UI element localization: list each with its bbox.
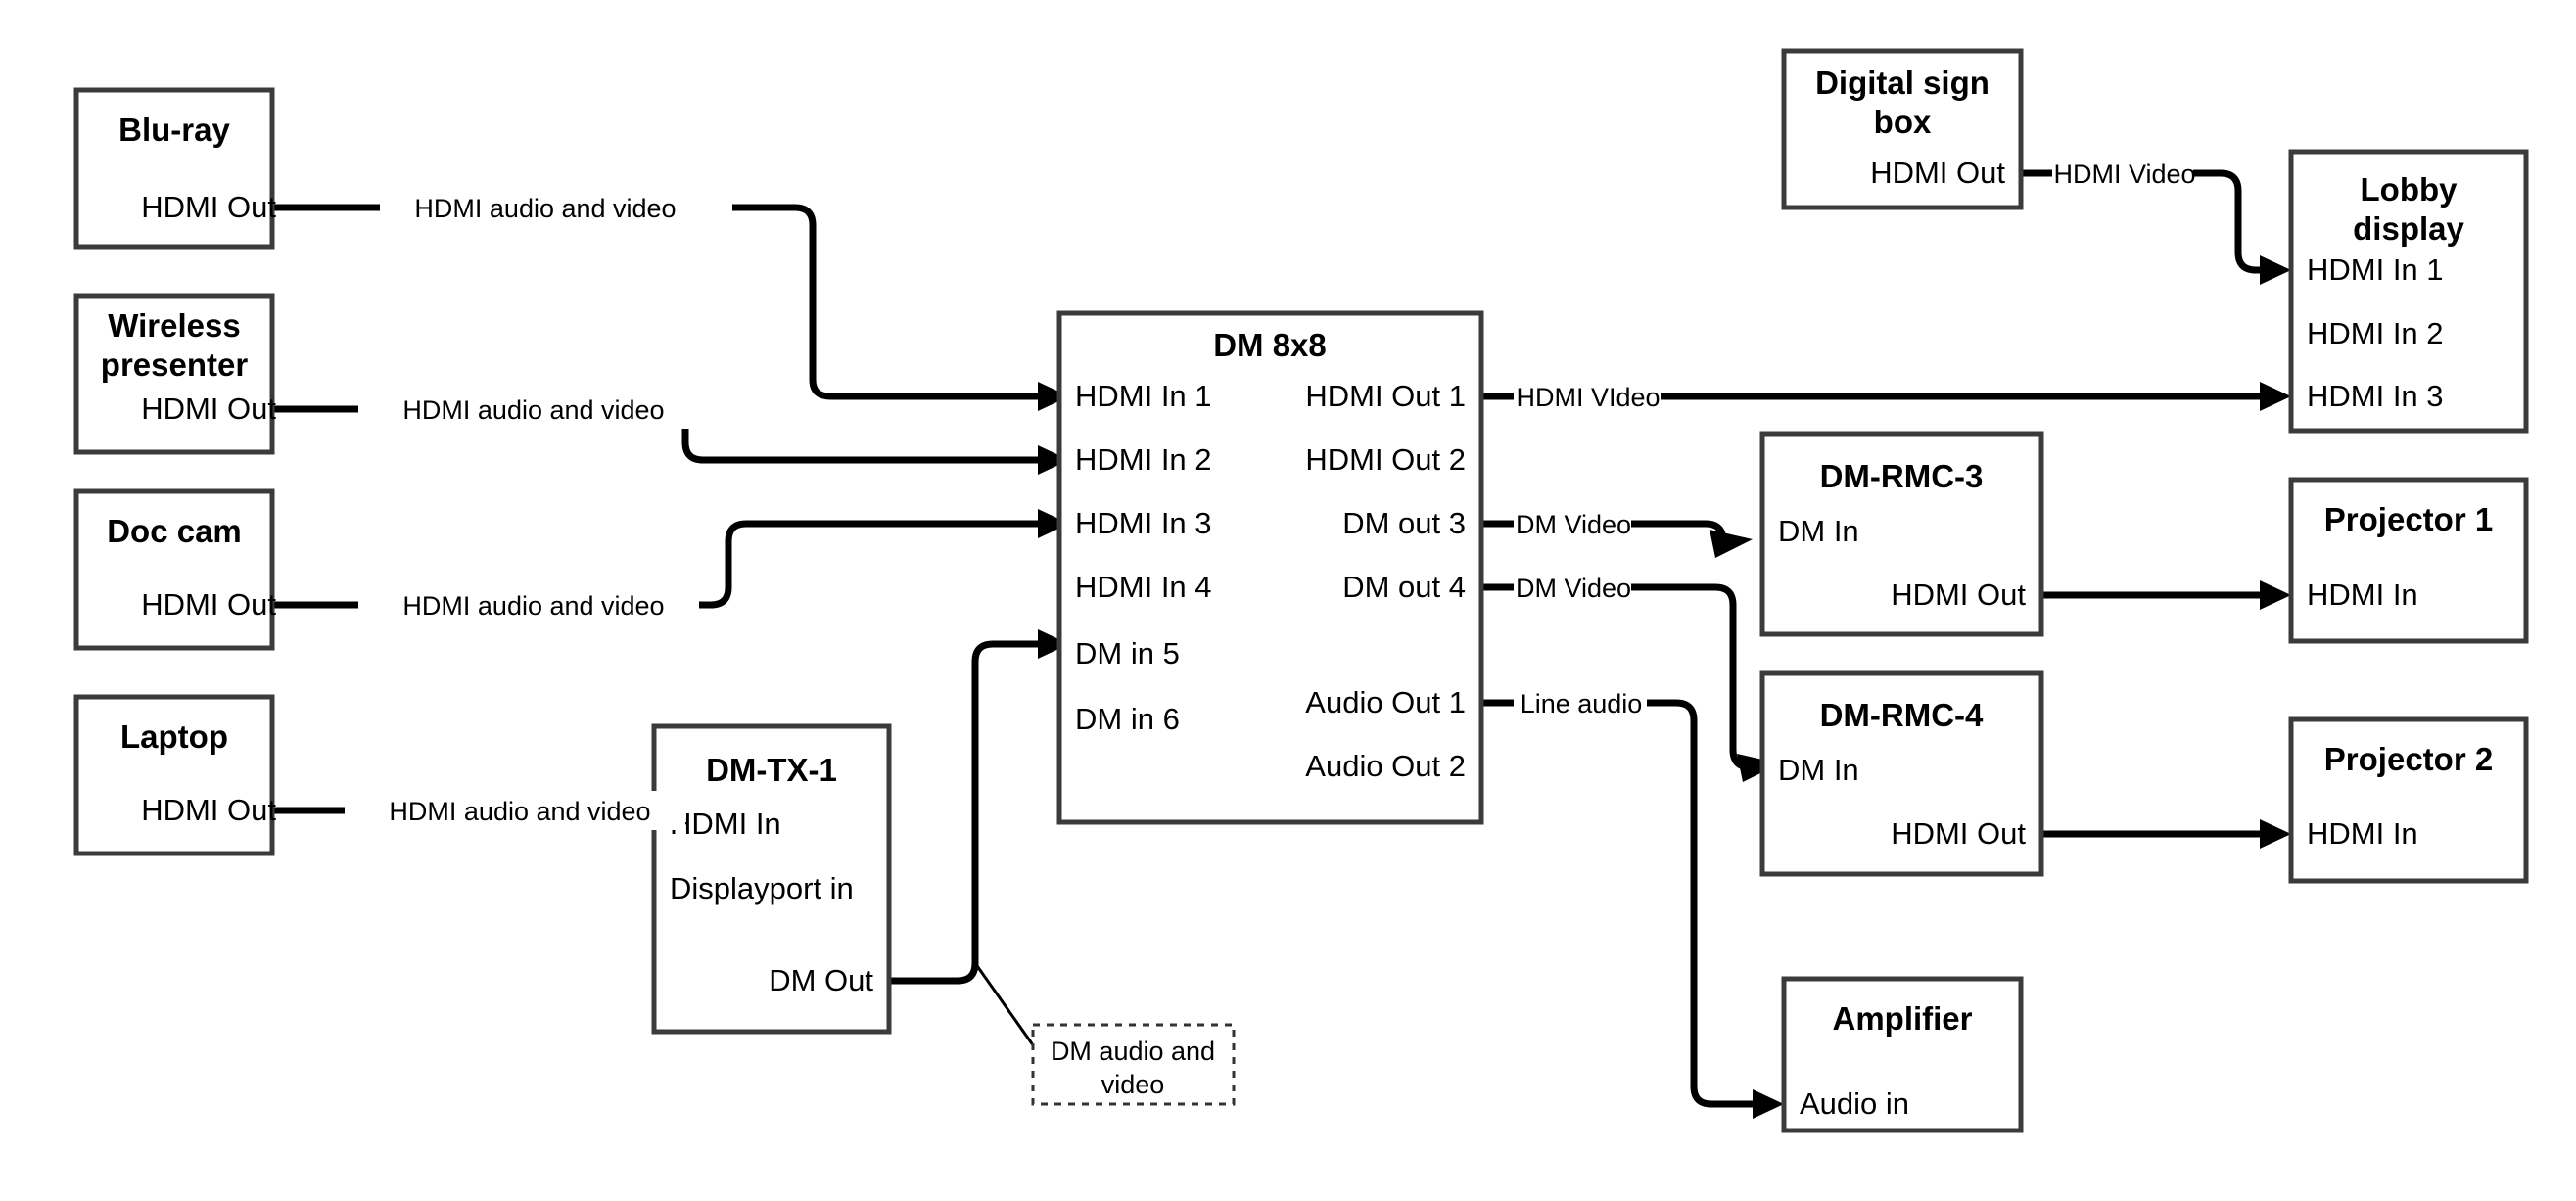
- dm-rmc-3-port-dm-in: DM In: [1778, 514, 1859, 548]
- wire-label-wireless: HDMI audio and video: [402, 395, 664, 425]
- digital-sign-box-port-hdmi-out: HDMI Out: [1870, 156, 2005, 190]
- projector-2-port-hdmi-in: HDMI In: [2307, 816, 2418, 851]
- device-amplifier[interactable]: Amplifier Audio in: [1781, 976, 2024, 1133]
- callout-line2: video: [1101, 1070, 1165, 1099]
- wire-dm8x8-dmout4-b: [1629, 583, 1752, 771]
- label-bg-hdmi-video-out1: [1516, 377, 1661, 416]
- wire-label-hdmi-video-out1: HDMI VIdeo: [1516, 383, 1660, 412]
- device-laptop[interactable]: Laptop HDMI Out: [73, 694, 276, 856]
- arrowhead-doccam-in3: [1038, 509, 1069, 538]
- wire-doccam-to-dm8x8-route: [609, 520, 1038, 609]
- label-bg-wireless: [368, 390, 699, 429]
- label-bg-dm-video-3: [1516, 504, 1631, 543]
- device-lobby-display[interactable]: Lobby display HDMI In 1 HDMI In 2 HDMI I…: [2288, 149, 2529, 434]
- projector-1-port-hdmi-in: HDMI In: [2307, 577, 2418, 612]
- arrowhead-rmc3-dmin: [1710, 530, 1753, 558]
- device-dm-rmc-3[interactable]: DM-RMC-3 DM In HDMI Out: [1759, 431, 2044, 637]
- dm-8x8-port-hdmi-in-4: HDMI In 4: [1075, 570, 1212, 604]
- lobby-display-port-hdmi-in-3: HDMI In 3: [2307, 379, 2444, 413]
- wire-label-doccam: HDMI audio and video: [402, 591, 664, 621]
- label-bg-bluray: [380, 188, 711, 227]
- device-projector-1[interactable]: Projector 1 HDMI In: [2288, 477, 2529, 644]
- wire-label-dm-video-3: DM Video: [1516, 510, 1631, 539]
- dm-8x8-port-hdmi-out-1: HDMI Out 1: [1305, 379, 1466, 413]
- dm-8x8-port-dm-out-4: DM out 4: [1342, 570, 1466, 604]
- device-dm-8x8[interactable]: DM 8x8 HDMI In 1 HDMI In 2 HDMI In 3 HDM…: [1056, 310, 1484, 825]
- arrowhead-dmtx1-in5: [1038, 629, 1069, 659]
- amplifier-title: Amplifier: [1832, 1000, 1972, 1037]
- label-bg-hdmi-video-sign: [2056, 154, 2193, 193]
- wireless-presenter-port-hdmi-out: HDMI Out: [141, 392, 276, 426]
- laptop-title: Laptop: [120, 718, 228, 755]
- bluray-port-hdmi-out: HDMI Out: [141, 190, 276, 224]
- lobby-display-title-line2: display: [2353, 210, 2464, 247]
- wire-bluray-to-dm8x8-route: [732, 204, 1038, 400]
- wire-dm8x8-audioout1-b: [1645, 699, 1753, 1108]
- callout-dm-audio-and-video: DM audio and video: [1031, 1023, 1236, 1106]
- dm-8x8-port-dm-in-5: DM in 5: [1075, 636, 1180, 670]
- label-bg-line-audio: [1516, 683, 1647, 722]
- label-bg-dm-video-4: [1516, 568, 1631, 607]
- label-bg-doccam: [368, 585, 699, 624]
- dm-tx-1-title: DM-TX-1: [706, 752, 837, 788]
- dm-rmc-4-port-dm-in: DM In: [1778, 753, 1859, 787]
- lobby-display-title-line1: Lobby: [2361, 171, 2459, 208]
- dm-8x8-port-hdmi-out-2: HDMI Out 2: [1305, 442, 1466, 477]
- dm-rmc-4-title: DM-RMC-4: [1820, 697, 1984, 733]
- doc-cam-title: Doc cam: [107, 513, 242, 549]
- digital-sign-box-title-line1: Digital sign: [1815, 65, 1990, 101]
- dm-rmc-3-title: DM-RMC-3: [1820, 458, 1984, 494]
- device-dm-tx-1[interactable]: DM-TX-1 HDMI In Displayport in DM Out: [651, 723, 892, 1035]
- wire-label-laptop: HDMI audio and video: [389, 797, 650, 826]
- wireless-presenter-title-line2: presenter: [101, 346, 249, 383]
- callout-line1: DM audio and: [1051, 1037, 1215, 1066]
- lobby-display-port-hdmi-in-1: HDMI In 1: [2307, 253, 2444, 287]
- wire-sign-to-lobby-b: [2189, 169, 2260, 274]
- lobby-display-port-hdmi-in-2: HDMI In 2: [2307, 316, 2444, 350]
- arrowhead-lobby-in1: [2260, 255, 2291, 285]
- arrowhead-proj2-hdmiin: [2260, 819, 2291, 849]
- dm-8x8-port-dm-out-3: DM out 3: [1342, 506, 1466, 540]
- wire-dmtx1-to-dm8x8: [879, 640, 1038, 985]
- device-projector-2[interactable]: Projector 2 HDMI In: [2288, 716, 2529, 884]
- bluray-title: Blu-ray: [118, 112, 230, 148]
- dm-8x8-title: DM 8x8: [1213, 327, 1327, 363]
- projector-1-title: Projector 1: [2324, 501, 2493, 537]
- device-bluray[interactable]: Blu-ray HDMI Out: [73, 87, 276, 250]
- wire-dm8x8-dmout3-b: [1629, 520, 1727, 542]
- device-dm-rmc-4[interactable]: DM-RMC-4 DM In HDMI Out: [1759, 670, 2044, 877]
- arrowhead-lobby-in3: [2260, 382, 2291, 411]
- wire-label-dm-video-4: DM Video: [1516, 574, 1631, 603]
- amplifier-port-audio-in: Audio in: [1800, 1086, 1909, 1121]
- dm-tx-1-port-dm-out: DM Out: [769, 963, 873, 997]
- device-digital-sign-box[interactable]: Digital sign box HDMI Out: [1781, 48, 2024, 210]
- arrowhead-bluray-in1: [1038, 382, 1069, 411]
- projector-2-title: Projector 2: [2324, 741, 2493, 777]
- dm-rmc-4-port-hdmi-out: HDMI Out: [1891, 816, 2026, 851]
- digital-sign-box-title-line2: box: [1874, 104, 1932, 140]
- laptop-port-hdmi-out: HDMI Out: [141, 793, 276, 827]
- dm-tx-1-port-hdmi-in: HDMI In: [670, 807, 781, 841]
- dm-8x8-port-hdmi-in-3: HDMI In 3: [1075, 506, 1212, 540]
- arrowhead-wireless-in2: [1038, 445, 1069, 475]
- leader-line-dm-callout: [973, 962, 1038, 1050]
- arrowhead-proj1-hdmiin: [2260, 580, 2291, 610]
- wire-label-hdmi-video-sign: HDMI Video: [2053, 160, 2195, 189]
- dm-8x8-port-audio-out-2: Audio Out 2: [1305, 749, 1466, 783]
- label-bg-laptop: [354, 791, 685, 830]
- doc-cam-port-hdmi-out: HDMI Out: [141, 587, 276, 622]
- dm-8x8-port-dm-in-6: DM in 6: [1075, 702, 1180, 736]
- dm-8x8-port-audio-out-1: Audio Out 1: [1305, 685, 1466, 719]
- dm-tx-1-port-displayport-in: Displayport in: [670, 871, 854, 905]
- device-doc-cam[interactable]: Doc cam HDMI Out: [73, 488, 276, 651]
- dm-8x8-port-hdmi-in-2: HDMI In 2: [1075, 442, 1212, 477]
- wire-label-line-audio: Line audio: [1521, 689, 1643, 718]
- dm-rmc-3-port-hdmi-out: HDMI Out: [1891, 577, 2026, 612]
- wireless-presenter-title-line1: Wireless: [108, 307, 240, 344]
- arrowhead-amp-audioin: [1753, 1089, 1784, 1119]
- wire-label-bluray: HDMI audio and video: [414, 194, 676, 223]
- arrowhead-rmc4-dmin: [1737, 754, 1780, 782]
- device-wireless-presenter[interactable]: Wireless presenter HDMI Out: [73, 293, 276, 455]
- dm-8x8-port-hdmi-in-1: HDMI In 1: [1075, 379, 1212, 413]
